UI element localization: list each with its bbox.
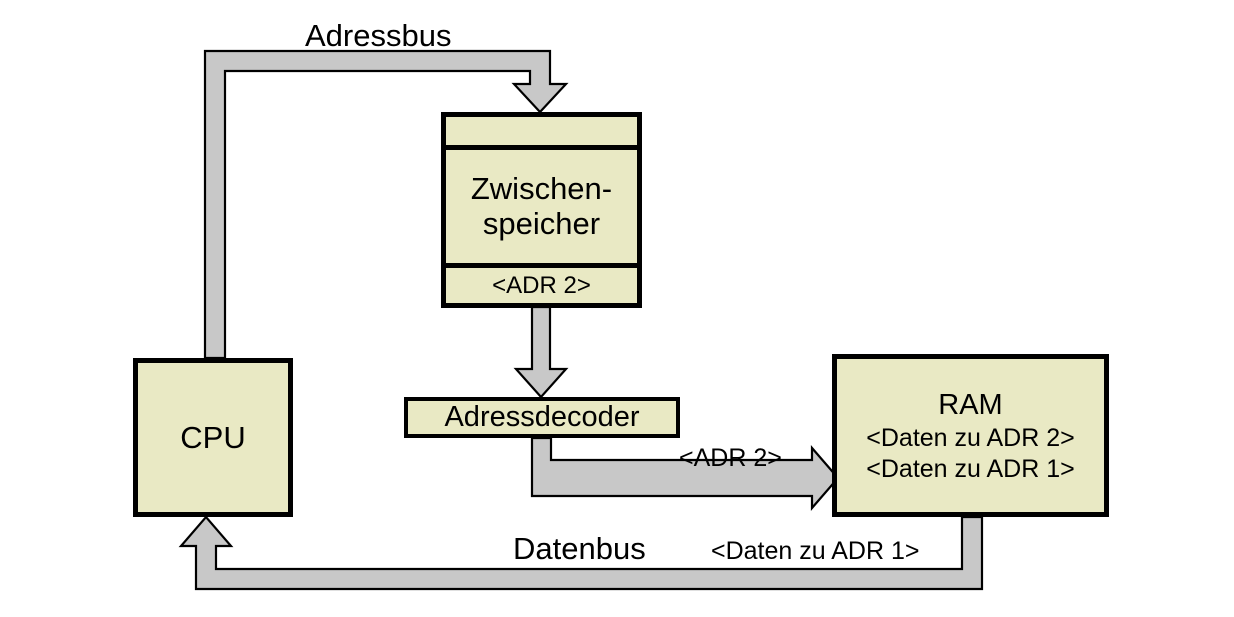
node-ram[interactable]: RAM <Daten zu ADR 2> <Daten zu ADR 1> xyxy=(832,354,1109,517)
decoder-to-ram-connector xyxy=(530,436,840,511)
zwischenspeicher-label: Zwischen- speicher xyxy=(446,150,637,268)
adressbus-connector xyxy=(203,49,569,360)
datenbus-payload-label: <Daten zu ADR 1> xyxy=(711,537,920,565)
zwischenspeicher-to-decoder-connector xyxy=(513,305,569,399)
zwischenspeicher-top-cell xyxy=(446,117,637,150)
ram-title: RAM xyxy=(938,389,1003,421)
adressdecoder-label: Adressdecoder xyxy=(444,401,640,433)
datenbus-label: Datenbus xyxy=(513,531,646,566)
node-zwischenspeicher[interactable]: Zwischen- speicher <ADR 2> xyxy=(441,112,642,308)
ram-line-adr2: <Daten zu ADR 2> xyxy=(866,424,1075,452)
node-adressdecoder[interactable]: Adressdecoder xyxy=(404,397,680,438)
node-cpu[interactable]: CPU xyxy=(133,358,293,517)
adressbus-label: Adressbus xyxy=(305,18,452,53)
cpu-label: CPU xyxy=(180,419,246,455)
ram-line-adr1: <Daten zu ADR 1> xyxy=(866,455,1075,483)
ram-content: RAM <Daten zu ADR 2> <Daten zu ADR 1> xyxy=(837,359,1104,512)
zwischenspeicher-label-line2: speicher xyxy=(482,205,601,241)
decoder-to-ram-label: <ADR 2> xyxy=(679,444,782,472)
datenbus-connector xyxy=(178,515,984,591)
zwischenspeicher-bottom-cell: <ADR 2> xyxy=(492,271,591,299)
zwischenspeicher-label-line1: Zwischen- xyxy=(470,171,613,207)
